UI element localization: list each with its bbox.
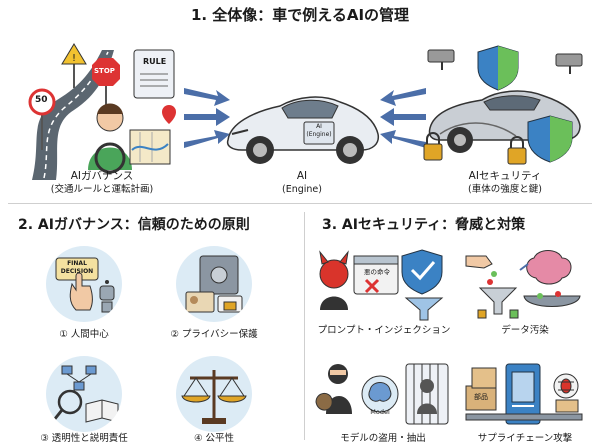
governance-section-title: 2. AIガバナンス：信頼のための原則 — [18, 217, 250, 233]
engine-caption: AI (Engine) — [242, 170, 362, 196]
model-text: Model — [370, 408, 390, 416]
prompt-injection-label: プロンプト・インジェクション — [317, 325, 451, 336]
model-theft-illustration: Model — [314, 356, 454, 432]
rule-book-text: RULE — [143, 57, 167, 66]
parts-box-text: 部品 — [474, 393, 488, 401]
arrows-right — [378, 80, 428, 150]
engine-subtitle: (Engine) — [282, 184, 322, 195]
speed-limit-sign-text: 50 — [35, 95, 48, 105]
arrows-left — [182, 80, 232, 150]
camera-icon — [427, 49, 455, 70]
governance-caption: AIガバナンス (交通ルールと運転計画) — [22, 170, 182, 196]
engine-title: AI — [296, 170, 308, 182]
security-subtitle: (車体の強度と鍵) — [468, 184, 542, 195]
supply-chain-label: サプライチェーン攻撃 — [477, 433, 573, 444]
transparency-label: ③ 透明性と説明責任 — [40, 433, 128, 444]
car-door-label: AI (Engine) — [306, 123, 332, 138]
prompt-injection-illustration: 悪の命令 — [314, 244, 454, 322]
column-divider — [304, 212, 305, 440]
governance-title: AIガバナンス — [70, 170, 134, 182]
security-illustration — [420, 40, 590, 170]
governance-illustration: ! 50 STOP RULE — [22, 40, 182, 180]
privacy-label: ② プライバシー保護 — [170, 329, 258, 340]
section-divider — [8, 203, 592, 204]
fairness-illustration — [176, 356, 252, 432]
model-theft-label: モデルの盗用・抽出 — [340, 433, 426, 444]
page-title: 1. 全体像：車で例えるAIの管理 — [190, 6, 410, 24]
security-section-title: 3. AIセキュリティ：脅威と対策 — [322, 217, 526, 233]
fairness-label: ④ 公平性 — [193, 433, 235, 444]
malicious-command-text: 悪の命令 — [364, 268, 390, 276]
final-decision-text: FINAL DECISION — [60, 260, 94, 275]
governance-subtitle: (交通ルールと運転計画) — [50, 184, 154, 195]
human-centric-illustration: FINAL DECISION — [46, 246, 122, 322]
privacy-illustration — [176, 246, 252, 322]
human-centric-label: ① 人間中心 — [59, 329, 109, 340]
data-poisoning-label: データ汚染 — [501, 325, 549, 336]
transparency-illustration — [46, 356, 122, 432]
supply-chain-illustration: 部品 — [462, 356, 588, 432]
security-title: AIセキュリティ — [468, 170, 542, 182]
security-caption: AIセキュリティ (車体の強度と鍵) — [440, 170, 570, 196]
data-poisoning-illustration — [462, 244, 588, 322]
engine-car-illustration: AI (Engine) — [222, 70, 382, 170]
svg-text:!: ! — [72, 53, 76, 64]
stop-sign-text: STOP — [94, 67, 115, 75]
